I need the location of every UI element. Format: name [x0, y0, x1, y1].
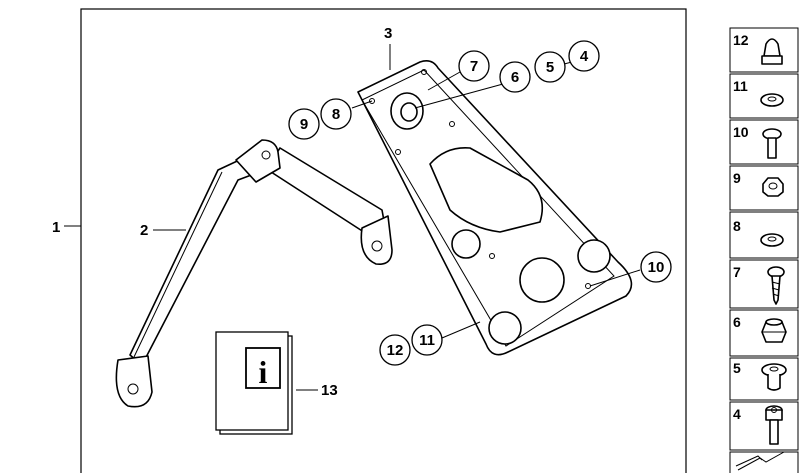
legend-item-8: 8: [729, 211, 799, 259]
rubber-grommet-icon: [761, 318, 787, 343]
svg-text:9: 9: [300, 116, 308, 133]
circled-callout-5: 5: [534, 51, 566, 83]
socket-screw-icon: [765, 405, 783, 445]
leader-6: [414, 83, 504, 109]
circled-callout-12: 12: [379, 334, 411, 366]
legend-item-12: 12: [729, 27, 799, 73]
svg-text:7: 7: [733, 264, 741, 280]
nut-icon: [762, 177, 784, 197]
spacer-sleeve-icon: [761, 363, 787, 391]
legend-item-extra: [729, 451, 799, 473]
svg-text:8: 8: [733, 218, 741, 234]
callout-13: 13: [321, 382, 338, 399]
bracket-part: [115, 139, 393, 408]
legend-item-6: 6: [729, 309, 799, 357]
circled-callout-6: 6: [499, 61, 531, 93]
circled-callout-10: 10: [640, 251, 672, 283]
svg-text:4: 4: [580, 48, 589, 65]
tapping-screw-icon: [767, 266, 785, 305]
callout-2: 2: [140, 222, 148, 239]
leader-11: [441, 321, 481, 339]
svg-text:10: 10: [733, 124, 749, 140]
legend-item-11: 11: [729, 73, 799, 119]
cap-nut-icon: [761, 38, 783, 65]
arrow-icon: [737, 451, 785, 471]
svg-text:9: 9: [733, 170, 741, 186]
mounting-plate-part: [357, 60, 633, 356]
leader-8: [351, 100, 373, 109]
legend-item-5: 5: [729, 357, 799, 401]
legend-item-4: 4: [729, 401, 799, 451]
circled-callout-11: 11: [411, 324, 443, 356]
circled-callout-8: 8: [320, 98, 352, 130]
legend-column: 12 11 10 9: [729, 27, 799, 473]
svg-text:8: 8: [332, 106, 340, 123]
leader-10: [589, 269, 641, 287]
info-icon: [245, 347, 281, 389]
callout-3: 3: [384, 25, 392, 42]
info-booklet-part: i: [215, 331, 293, 435]
svg-text:6: 6: [733, 314, 741, 330]
legend-item-9: 9: [729, 165, 799, 211]
svg-text:11: 11: [733, 78, 748, 94]
svg-text:10: 10: [648, 259, 665, 276]
washer-icon: [760, 93, 784, 107]
svg-text:6: 6: [511, 69, 519, 86]
flat-washer-icon: [760, 233, 784, 247]
svg-text:4: 4: [733, 406, 741, 422]
callout-1: 1: [52, 219, 60, 236]
circled-callout-9: 9: [288, 108, 320, 140]
circled-callout-7: 7: [458, 50, 490, 82]
svg-text:5: 5: [546, 59, 554, 76]
svg-text:7: 7: [470, 58, 478, 75]
svg-text:12: 12: [733, 32, 749, 48]
circled-callout-4: 4: [568, 40, 600, 72]
legend-item-7: 7: [729, 259, 799, 309]
pan-head-screw-icon: [762, 128, 782, 159]
svg-text:11: 11: [419, 332, 435, 349]
info-symbol: i: [259, 354, 268, 390]
leader-7: [427, 71, 461, 91]
svg-text:5: 5: [733, 360, 741, 376]
legend-item-10: 10: [729, 119, 799, 165]
svg-text:12: 12: [387, 342, 404, 359]
